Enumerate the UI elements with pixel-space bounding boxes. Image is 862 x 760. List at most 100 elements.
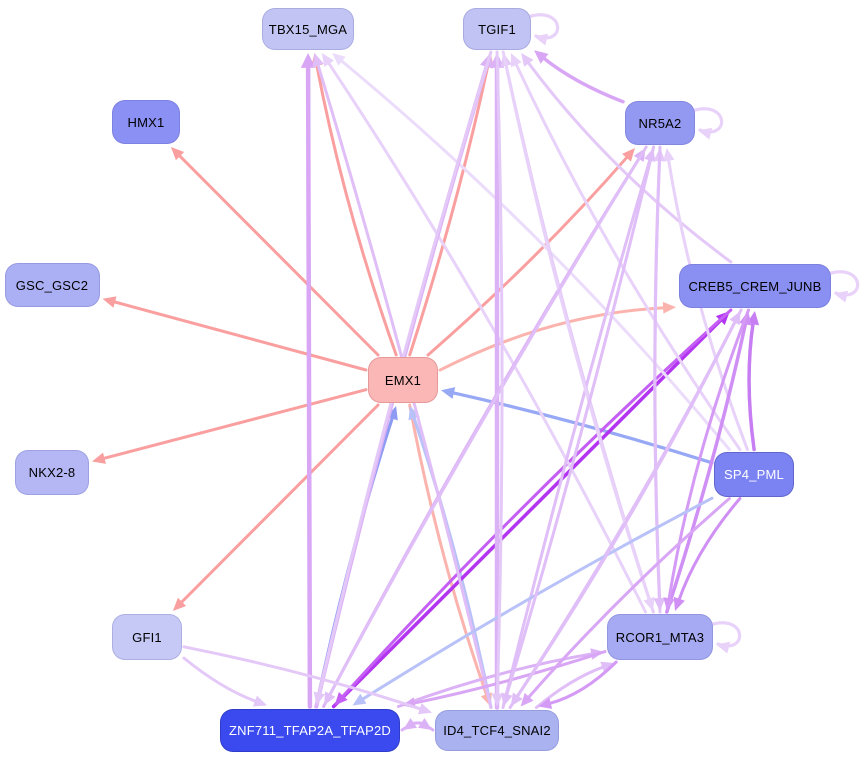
- edge-TGIF1-to-RCOR1_MTA3-arrowhead: [643, 596, 655, 611]
- edge-CREB5_CREM_JUNB-to-TGIF1-arrowhead: [521, 53, 534, 67]
- node-RCOR1_MTA3[interactable]: RCOR1_MTA3: [607, 614, 713, 660]
- edge-CREB5_CREM_JUNB-to-ID4_TCF4_SNAI2-arrowhead: [510, 692, 523, 707]
- edge-ZNF711_TFAP2A_TFAP2D-to-TBX15_MGA-arrowhead: [300, 53, 316, 68]
- node-label: GSC_GSC2: [15, 277, 89, 293]
- node-GSC_GSC2[interactable]: GSC_GSC2: [4, 263, 100, 307]
- edge-SP4_PML-to-RCOR1_MTA3[interactable]: [677, 497, 742, 603]
- edge-NR5A2-to-RCOR1_MTA3[interactable]: [653, 145, 662, 602]
- edge-ID4_TCF4_SNAI2-to-NR5A2[interactable]: [501, 157, 652, 709]
- edge-ZNF711_TFAP2A_TFAP2D-to-NR5A2[interactable]: [322, 155, 642, 708]
- edge-SP4_PML-to-NR5A2-arrowhead: [663, 148, 675, 162]
- self-loop-TGIF1[interactable]: [526, 13, 560, 40]
- edge-SP4_PML-to-EMX1[interactable]: [450, 391, 714, 465]
- edge-CREB5_CREM_JUNB-to-RCOR1_MTA3[interactable]: [667, 308, 750, 602]
- edge-RCOR1_MTA3-to-CREB5_CREM_JUNB[interactable]: [665, 320, 748, 614]
- edge-ZNF711_TFAP2A_TFAP2D-to-CREB5_CREM_JUNB[interactable]: [331, 317, 724, 709]
- node-TGIF1[interactable]: TGIF1: [463, 8, 531, 50]
- edge-GFI1-to-ZNF711_TFAP2A_TFAP2D-arrowhead: [252, 695, 268, 707]
- edge-GFI1-to-ZNF711_TFAP2A_TFAP2D[interactable]: [182, 656, 259, 704]
- edge-NR5A2-to-ZNF711_TFAP2A_TFAP2D[interactable]: [327, 145, 648, 698]
- node-label: NKX2-8: [28, 464, 76, 480]
- edge-ZNF711_TFAP2A_TFAP2D-to-ID4_TCF4_SNAI2-arrowhead: [418, 718, 432, 730]
- edge-NR5A2-to-RCOR1_MTA3-arrowhead: [653, 597, 666, 611]
- edge-SP4_PML-to-TBX15_MGA-arrowhead: [332, 53, 346, 66]
- node-label: ZNF711_TFAP2A_TFAP2D: [229, 722, 391, 738]
- edge-EMX1-to-ID4_TCF4_SNAI2[interactable]: [408, 403, 489, 698]
- node-label: HMX1: [127, 114, 165, 130]
- edge-TGIF1-to-ID4_TCF4_SNAI2[interactable]: [495, 50, 504, 697]
- edge-ID4_TCF4_SNAI2-to-TBX15_MGA-arrowhead: [312, 53, 324, 67]
- edge-RCOR1_MTA3-to-ZNF711_TFAP2A_TFAP2D[interactable]: [411, 650, 607, 705]
- edge-RCOR1_MTA3-to-ID4_TCF4_SNAI2[interactable]: [547, 660, 618, 706]
- edge-EMX1-to-GSC_GSC2[interactable]: [111, 300, 368, 372]
- edge-SP4_PML-to-ZNF711_TFAP2A_TFAP2D[interactable]: [360, 496, 714, 702]
- edge-SP4_PML-to-EMX1-arrowhead: [441, 387, 456, 399]
- edge-SP4_PML-to-ZNF711_TFAP2A_TFAP2D-arrowhead: [352, 693, 367, 706]
- node-label: RCOR1_MTA3: [615, 629, 705, 645]
- self-loop-NR5A2[interactable]: [690, 107, 724, 134]
- edge-GFI1-to-ID4_TCF4_SNAI2[interactable]: [182, 645, 424, 711]
- edge-CREB5_CREM_JUNB-to-RCOR1_MTA3-arrowhead: [663, 597, 675, 611]
- edge-SP4_PML-to-RCOR1_MTA3-arrowhead: [673, 596, 685, 611]
- edge-TGIF1-to-ZNF711_TFAP2A_TFAP2D-arrowhead: [313, 691, 326, 706]
- node-ZNF711_TFAP2A_TFAP2D[interactable]: ZNF711_TFAP2A_TFAP2D: [220, 708, 400, 752]
- edge-SP4_PML-to-TGIF1[interactable]: [514, 61, 742, 451]
- edge-EMX1-to-NR5A2[interactable]: [426, 154, 630, 357]
- edge-ID4_TCF4_SNAI2-to-RCOR1_MTA3-arrowhead: [600, 661, 615, 673]
- edge-NR5A2-to-ID4_TCF4_SNAI2-arrowhead: [501, 692, 513, 707]
- edge-NR5A2-to-TGIF1[interactable]: [541, 55, 625, 104]
- edge-ID4_TCF4_SNAI2-to-RCOR1_MTA3[interactable]: [534, 665, 606, 709]
- edge-SP4_PML-to-CREB5_CREM_JUNB[interactable]: [747, 320, 756, 452]
- edge-NR5A2-to-TGIF1-arrowhead: [534, 50, 549, 64]
- edge-CREB5_CREM_JUNB-to-TGIF1[interactable]: [526, 60, 733, 264]
- edge-CREB5_CREM_JUNB-to-ZNF711_TFAP2A_TFAP2D-arrowhead: [334, 692, 348, 706]
- node-label: TGIF1: [478, 21, 516, 37]
- edge-RCOR1_MTA3-to-TBX15_MGA[interactable]: [326, 60, 647, 614]
- edge-EMX1-to-CREB5_CREM_JUNB[interactable]: [438, 306, 667, 372]
- edge-RCOR1_MTA3-to-ID4_TCF4_SNAI2-arrowhead: [538, 697, 553, 709]
- edge-NR5A2-to-ID4_TCF4_SNAI2[interactable]: [504, 145, 656, 698]
- edge-TGIF1-to-ID4_TCF4_SNAI2-arrowhead: [491, 693, 504, 707]
- node-ID4_TCF4_SNAI2[interactable]: ID4_TCF4_SNAI2: [435, 709, 559, 751]
- edge-TGIF1-to-RCOR1_MTA3[interactable]: [501, 50, 652, 603]
- node-label: TBX15_MGA: [268, 21, 348, 37]
- edge-SP4_PML-to-TBX15_MGA[interactable]: [339, 58, 731, 451]
- edge-EMX1-to-HMX1-arrowhead: [170, 147, 185, 161]
- node-EMX1[interactable]: EMX1: [368, 357, 438, 403]
- edge-EMX1-to-NKX2-8[interactable]: [101, 388, 368, 461]
- node-label: SP4_PML: [724, 466, 784, 482]
- node-CREB5_CREM_JUNB[interactable]: CREB5_CREM_JUNB: [679, 264, 831, 308]
- edge-EMX1-to-GFI1[interactable]: [179, 403, 380, 605]
- self-loop-CREB5_CREM_JUNB[interactable]: [826, 270, 860, 297]
- node-TBX15_MGA[interactable]: TBX15_MGA: [262, 8, 354, 50]
- edge-CREB5_CREM_JUNB-to-ZNF711_TFAP2A_TFAP2D[interactable]: [340, 308, 733, 699]
- node-GFI1[interactable]: GFI1: [112, 614, 182, 660]
- node-NKX2-8[interactable]: NKX2-8: [15, 449, 89, 495]
- node-label: NR5A2: [638, 115, 682, 131]
- node-HMX1[interactable]: HMX1: [112, 100, 180, 144]
- edge-CREB5_CREM_JUNB-to-ID4_TCF4_SNAI2[interactable]: [515, 308, 743, 699]
- edge-SP4_PML-to-ID4_TCF4_SNAI2-arrowhead: [520, 692, 534, 707]
- edge-EMX1-to-HMX1[interactable]: [177, 153, 380, 357]
- edge-SP4_PML-to-TGIF1-arrowhead: [510, 53, 522, 68]
- edge-NR5A2-to-ZNF711_TFAP2A_TFAP2D-arrowhead: [324, 691, 336, 706]
- edge-SP4_PML-to-ID4_TCF4_SNAI2[interactable]: [526, 497, 731, 700]
- node-label: EMX1: [384, 372, 422, 388]
- node-label: GFI1: [132, 629, 162, 645]
- edge-EMX1-to-TBX15_MGA[interactable]: [315, 62, 398, 357]
- edge-EMX1-to-GFI1-arrowhead: [172, 597, 187, 611]
- edge-EMX1-to-CREB5_CREM_JUNB-arrowhead: [662, 301, 676, 314]
- edge-RCOR1_MTA3-to-TBX15_MGA-arrowhead: [321, 53, 334, 67]
- node-NR5A2[interactable]: NR5A2: [625, 101, 695, 145]
- self-loop-CREB5_CREM_JUNB-arrowhead: [834, 290, 849, 303]
- edge-ZNF711_TFAP2A_TFAP2D-to-TBX15_MGA[interactable]: [305, 63, 313, 709]
- node-SP4_PML[interactable]: SP4_PML: [714, 451, 794, 497]
- self-loop-RCOR1_MTA3[interactable]: [708, 621, 742, 648]
- edge-EMX1-to-GSC_GSC2-arrowhead: [102, 296, 117, 308]
- self-loop-TGIF1-arrowhead: [534, 33, 549, 46]
- self-loop-NR5A2-arrowhead: [698, 127, 713, 140]
- node-label: CREB5_CREM_JUNB: [688, 278, 822, 294]
- edge-EMX1-to-TGIF1[interactable]: [408, 62, 490, 357]
